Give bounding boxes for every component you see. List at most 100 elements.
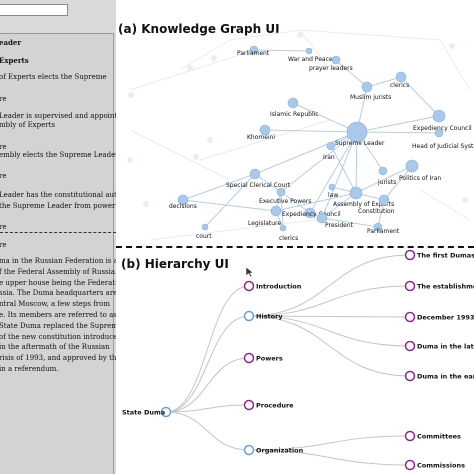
graph-node[interactable]: [378, 194, 390, 206]
graph-node-label[interactable]: Politics of Iran: [399, 175, 441, 182]
tree-node-label[interactable]: Procedure: [256, 402, 294, 410]
graph-node-faint[interactable]: [211, 55, 217, 61]
graph-node[interactable]: [378, 166, 388, 176]
document-line: State Duma replaced the Supreme: [0, 321, 116, 330]
tree-node[interactable]: [404, 370, 416, 382]
graph-node[interactable]: [346, 121, 368, 143]
graph-node[interactable]: [304, 207, 316, 219]
graph-node-faint[interactable]: [462, 197, 468, 203]
tree-node-label[interactable]: Duma in the early: [417, 373, 474, 381]
graph-node[interactable]: [331, 55, 341, 65]
document-line: re: [0, 223, 7, 231]
graph-node-faint[interactable]: [193, 154, 199, 160]
graph-edge: [331, 186, 357, 194]
graph-node-label[interactable]: Parliament: [237, 50, 270, 57]
graph-node[interactable]: [279, 224, 287, 232]
graph-node[interactable]: [249, 168, 261, 180]
graph-node-label[interactable]: Special Clerical Court: [226, 182, 291, 189]
graph-node-label[interactable]: Assembly of Experts: [333, 201, 394, 208]
graph-node[interactable]: [287, 97, 299, 109]
graph-node-label[interactable]: clerics: [279, 235, 298, 242]
graph-edge: [182, 173, 256, 201]
graph-edge: [309, 131, 358, 214]
tree-node[interactable]: [404, 249, 416, 261]
graph-edge: [330, 145, 357, 194]
graph-node-label[interactable]: Expediency Council mem: [413, 125, 474, 132]
graph-node[interactable]: [395, 71, 407, 83]
tree-node[interactable]: [243, 352, 255, 364]
graph-node[interactable]: [201, 223, 209, 231]
tree-node[interactable]: [404, 430, 416, 442]
graph-node-label[interactable]: decisions: [169, 203, 197, 210]
graph-node-label[interactable]: Executive Powers: [259, 198, 311, 205]
tree-node[interactable]: [404, 311, 416, 323]
graph-node-label[interactable]: Muslim jurists: [350, 94, 391, 101]
graph-node[interactable]: [249, 45, 259, 55]
graph-node[interactable]: [434, 128, 444, 138]
graph-node-label[interactable]: clerics: [390, 82, 409, 89]
tree-node-label[interactable]: Duma in the late 1: [417, 343, 474, 351]
graph-node-faint[interactable]: [297, 32, 303, 38]
tree-node-label[interactable]: Organization: [256, 447, 304, 455]
graph-node-faint[interactable]: [127, 157, 133, 163]
graph-node-label[interactable]: court: [196, 233, 212, 240]
tree-node-root[interactable]: [160, 406, 172, 418]
tree-link: [165, 285, 250, 413]
tree-node[interactable]: [243, 399, 255, 411]
graph-edge-faint: [299, 29, 331, 71]
graph-node-label[interactable]: Khomeini: [247, 134, 275, 141]
graph-edge: [280, 131, 358, 193]
search-input[interactable]: [0, 4, 68, 16]
graph-node-label[interactable]: Iran: [323, 154, 335, 161]
graph-node[interactable]: [361, 81, 373, 93]
graph-node-faint[interactable]: [187, 65, 193, 71]
tree-node-label[interactable]: December 1993 el: [417, 314, 474, 322]
tree-link: [165, 315, 250, 413]
graph-node-label[interactable]: Islamic Republic: [270, 111, 319, 118]
graph-node-label[interactable]: Legislature: [248, 220, 281, 227]
tree-node[interactable]: [404, 280, 416, 292]
graph-node[interactable]: [432, 109, 446, 123]
graph-node[interactable]: [349, 186, 363, 200]
graph-node[interactable]: [405, 159, 419, 173]
tree-node-label[interactable]: The first Dumas: [417, 252, 474, 260]
graph-edge-faint: [149, 217, 331, 241]
graph-node-faint[interactable]: [128, 92, 134, 98]
graph-node[interactable]: [316, 212, 328, 224]
graph-node-label[interactable]: Constitution: [358, 208, 395, 215]
tree-node-label[interactable]: Powers: [256, 355, 283, 363]
graph-node-label[interactable]: War and Peace: [288, 56, 333, 63]
graph-node-label[interactable]: Head of Judicial System: [412, 143, 474, 150]
document-line: in the aftermath of the Russian: [0, 343, 110, 352]
graph-node-faint[interactable]: [449, 43, 455, 49]
graph-node-label[interactable]: Expediency Council: [282, 211, 341, 218]
graph-node[interactable]: [328, 183, 336, 191]
tree-node[interactable]: [404, 459, 416, 471]
document-line: re: [0, 241, 7, 249]
graph-node[interactable]: [326, 141, 336, 151]
tree-node-label[interactable]: History: [256, 313, 283, 321]
graph-node-label[interactable]: Supreme Leader: [335, 140, 385, 147]
graph-node[interactable]: [276, 187, 286, 197]
graph-node[interactable]: [270, 205, 282, 217]
tree-node[interactable]: [243, 444, 255, 456]
tree-node-label[interactable]: The establishmen: [417, 283, 474, 291]
tree-node[interactable]: [404, 340, 416, 352]
graph-node[interactable]: [373, 222, 383, 232]
graph-node[interactable]: [177, 194, 189, 206]
graph-node-label[interactable]: President: [325, 222, 354, 229]
graph-node-label[interactable]: Parliament: [367, 228, 400, 235]
graph-node-faint[interactable]: [207, 137, 213, 143]
graph-node-faint[interactable]: [143, 201, 149, 207]
graph-node-label[interactable]: law: [328, 192, 338, 199]
tree-node-label[interactable]: Committees: [417, 433, 461, 441]
tree-node-label[interactable]: Introduction: [256, 283, 302, 291]
tree-node-label[interactable]: Commissions: [417, 462, 465, 470]
tree-node[interactable]: [243, 280, 255, 292]
graph-node-label[interactable]: jurists: [377, 179, 396, 186]
tree-node[interactable]: [243, 310, 255, 322]
graph-node-label[interactable]: prayer leaders: [309, 65, 353, 72]
graph-node[interactable]: [259, 124, 271, 136]
graph-node[interactable]: [305, 47, 313, 55]
